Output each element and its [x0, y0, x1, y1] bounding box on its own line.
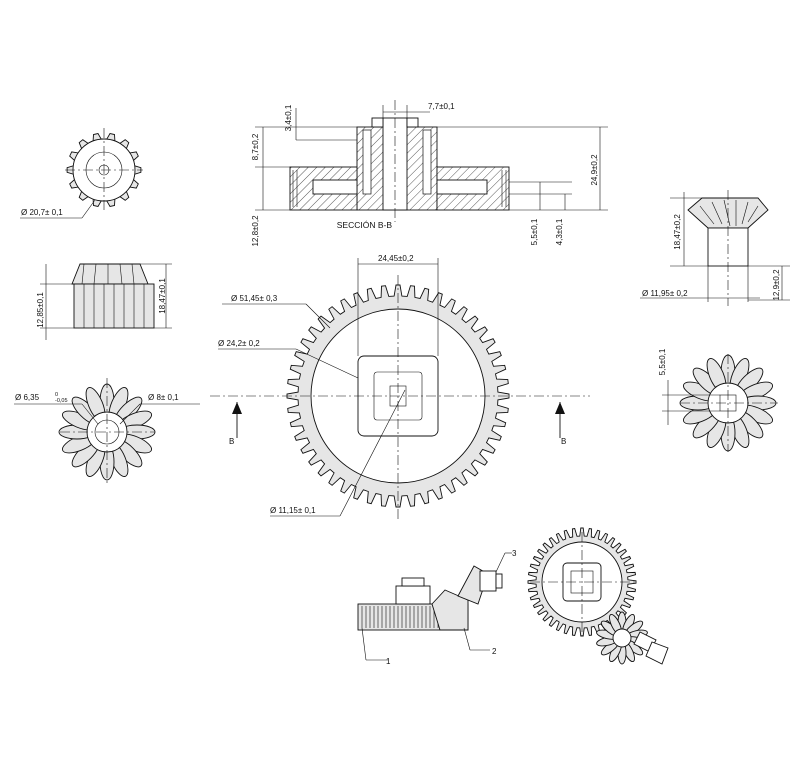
pinion-bore-tol-lower: -0,05 [55, 398, 68, 404]
section-mark-right: B [561, 437, 566, 446]
section-title: SECCIÓN B-B [337, 220, 393, 230]
section-mark-left: B [229, 437, 234, 446]
assembly-front-view [527, 527, 669, 665]
right-gear-dia: Ø 11,95± 0,2 [642, 289, 688, 298]
assembly-label-2: 2 [492, 647, 497, 656]
dim-lower-b: 4,3±0,1 [555, 218, 564, 245]
assembly-label-3: 3 [512, 549, 517, 558]
dim-top-bore: 7,7±0,1 [428, 102, 455, 111]
main-gear-front-view: 24,45±0,2 Ø 51,45± 0,3 Ø 24,2± 0,2 Ø 11,… [210, 254, 590, 520]
pinion-h2: 18,47±0,1 [158, 278, 167, 314]
right-front-sq: 5,5±0,1 [658, 348, 667, 375]
pinion-side-view: 12,85±0,1 18,47±0,1 [36, 263, 172, 340]
assembly-label-1: 1 [386, 657, 391, 666]
main-gear-top-dim: 24,45±0,2 [378, 254, 414, 263]
main-gear-outer-dia: Ø 51,45± 0,3 [231, 294, 278, 303]
main-gear-bore-dia: Ø 11,15± 0,1 [270, 506, 316, 515]
small-gear-top-view: Ø 20,7± 0,1 [20, 128, 143, 219]
right-gear-h1: 18,47±0,2 [673, 214, 682, 250]
pinion-bore: Ø 6,35 [15, 393, 40, 402]
dim-top-left-inner: 3,4±0,1 [284, 104, 293, 131]
assembly-side-view: 1 2 3 [357, 549, 517, 666]
right-gear-front-view: 5,5±0,1 [658, 348, 778, 452]
dim-top-left-outer: 8,7±0,2 [251, 133, 260, 160]
pinion-front-view: Ø 6,35 0 -0,05 Ø 8± 0,1 [14, 378, 200, 485]
right-gear-h2: 12,9±0,2 [772, 269, 781, 301]
section-view: SECCIÓN B-B 8,7±0,2 3,4±0,1 7,7±0,1 24,9… [251, 100, 608, 247]
right-gear-side-view: 18,47±0,2 12,9±0,2 Ø 11,95± 0,2 [640, 190, 790, 306]
dim-lower-a: 5,5±0,1 [530, 218, 539, 245]
dim-left-bottom: 12,8±0,2 [251, 215, 260, 247]
pinion-bore-tol-upper: 0 [55, 392, 58, 398]
main-gear-hub-dia: Ø 24,2± 0,2 [218, 339, 260, 348]
pinion-h1: 12,85±0,1 [36, 292, 45, 328]
small-gear-dia: Ø 20,7± 0,1 [21, 208, 63, 217]
pinion-outer: Ø 8± 0,1 [148, 393, 179, 402]
dim-right-height: 24,9±0,2 [590, 154, 599, 186]
